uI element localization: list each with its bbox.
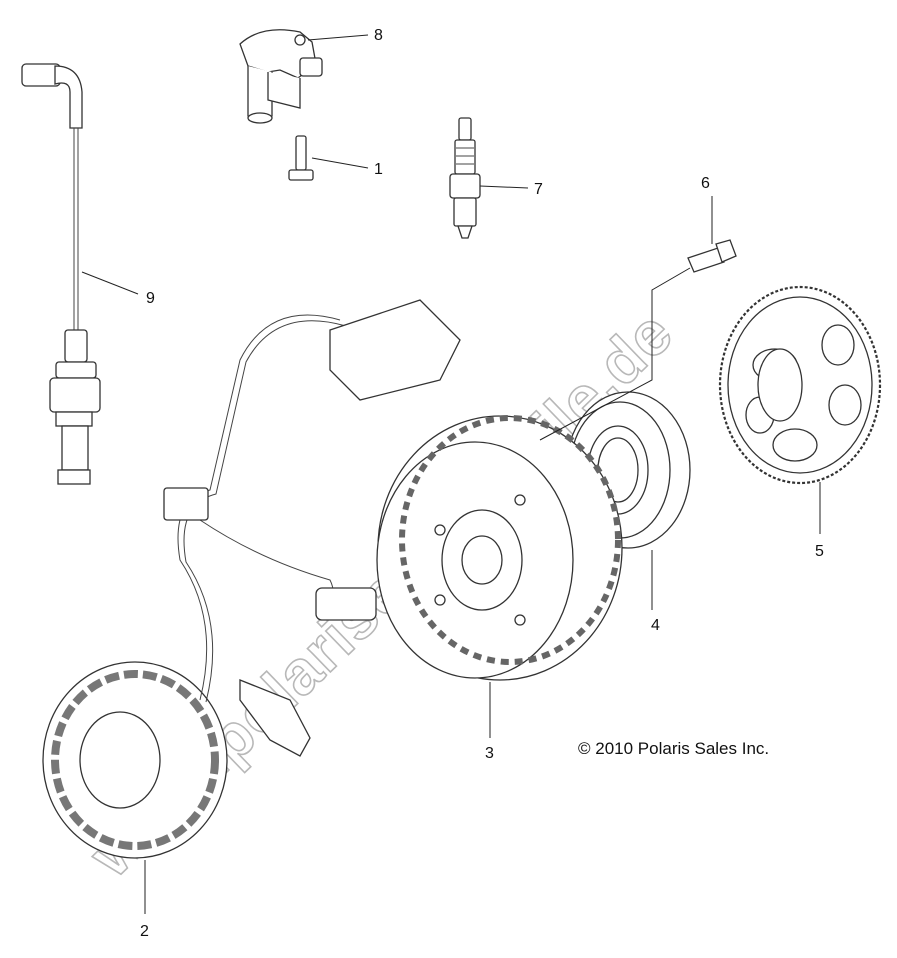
- callout-2: 2: [140, 923, 149, 940]
- callout-4: 4: [651, 617, 660, 634]
- part-7-spark-plug: [449, 117, 481, 239]
- callout-6: 6: [701, 175, 710, 192]
- leader-lines: [81, 34, 821, 914]
- callout-1: 1: [374, 161, 383, 178]
- part-3-flywheel: [376, 415, 623, 681]
- callout-3: 3: [485, 745, 494, 762]
- part-8-ignition-coil: [239, 29, 323, 124]
- part-9-spark-plug-lead: [21, 63, 101, 485]
- part-2-stator: [42, 299, 461, 859]
- copyright-notice: © 2010 Polaris Sales Inc.: [578, 739, 769, 758]
- callout-9: 9: [146, 290, 155, 307]
- part-5-ring-gear: [718, 285, 882, 485]
- part-6-bolt: [687, 239, 737, 273]
- callout-8: 8: [374, 27, 383, 44]
- callout-5: 5: [815, 543, 824, 560]
- part-1-bolt: [288, 135, 314, 181]
- callout-7: 7: [534, 181, 543, 198]
